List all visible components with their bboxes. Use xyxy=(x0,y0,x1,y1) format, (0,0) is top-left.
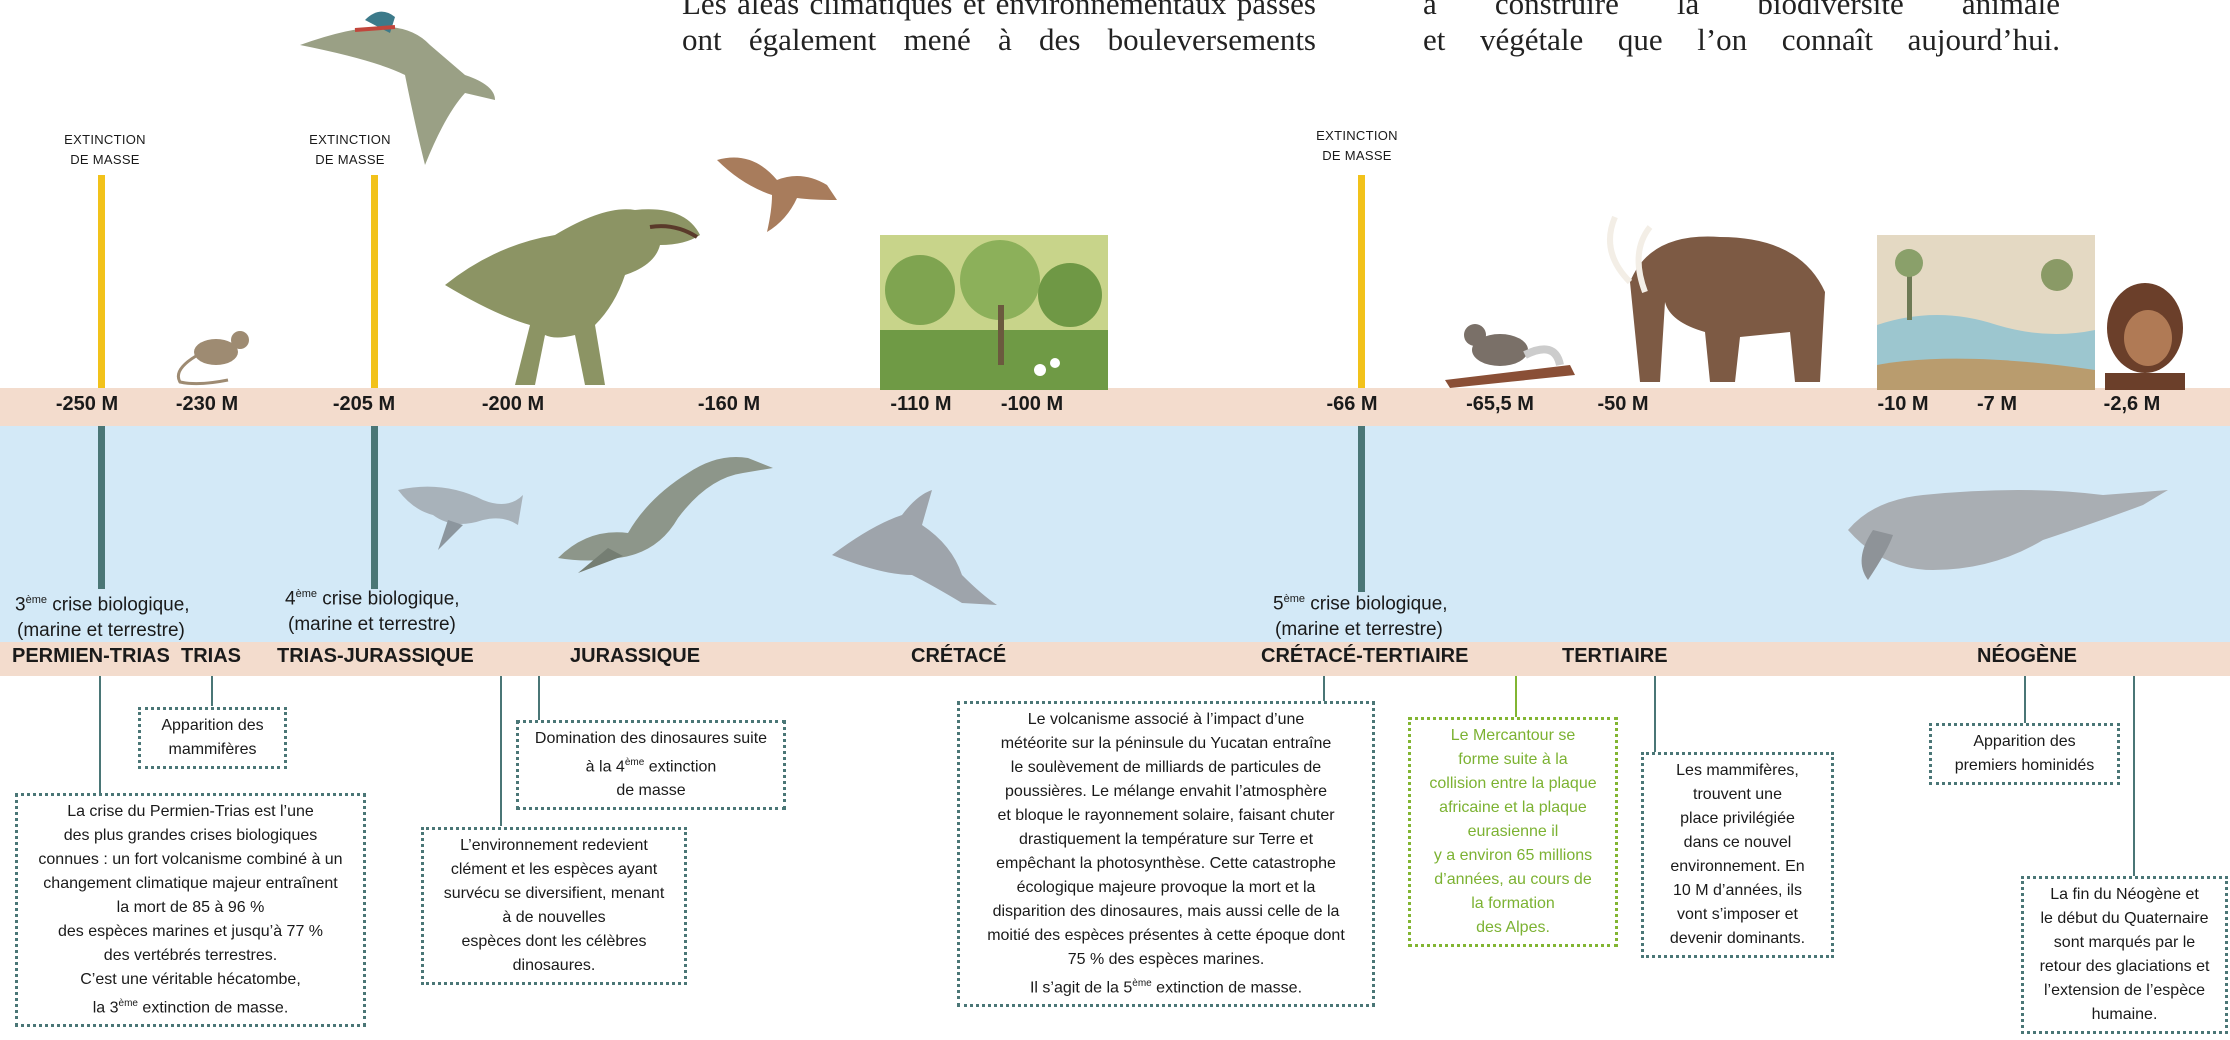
extinction-label-205: EXTINCTION DE MASSE xyxy=(309,132,391,167)
extinction-label-66: EXTINCTION DE MASSE xyxy=(1316,128,1398,163)
lemur-icon xyxy=(1445,324,1575,388)
intro-right-line1: à construire la biodiversité animale xyxy=(1423,0,2060,21)
forest-icon xyxy=(880,235,1108,390)
period-band xyxy=(0,642,2230,676)
age-tick: -7 M xyxy=(1977,393,2017,415)
intro-text-left: Les aléas climatiques et environnementau… xyxy=(682,0,1316,58)
age-tick: -50 M xyxy=(1597,393,1649,415)
period-label: NÉOGÈNE xyxy=(1977,645,2078,667)
connector xyxy=(2133,676,2135,876)
period-label: TRIAS xyxy=(181,645,241,667)
age-band xyxy=(0,388,2230,426)
info-box-domination: Domination des dinosaures suite à la 4èm… xyxy=(516,720,786,811)
age-tick: -10 M xyxy=(1877,393,1929,415)
age-tick: -100 M xyxy=(1000,393,1064,415)
whale-icon xyxy=(1848,490,2168,580)
extinction-label-250: EXTINCTION DE MASSE xyxy=(64,132,146,167)
extinction-bar-205 xyxy=(371,175,378,388)
age-tick: -205 M xyxy=(332,393,396,415)
intro-left-line2: ont également mené à des bouleversements xyxy=(682,22,1316,57)
age-tick: -110 M xyxy=(890,393,952,415)
connector xyxy=(1323,676,1325,702)
hominid-icon xyxy=(2105,283,2185,390)
mammoth-icon xyxy=(1607,215,1825,382)
mouse-icon xyxy=(176,331,249,386)
crisis-label-3: 3ème crise biologique, (marine et terres… xyxy=(15,594,190,642)
period-label: TERTIAIRE xyxy=(1562,645,1668,667)
pterosaur-icon xyxy=(300,11,495,166)
connector xyxy=(1515,676,1517,718)
period-label: TRIAS-JURASSIQUE xyxy=(277,645,474,667)
crisis-bar-3 xyxy=(98,426,105,589)
age-tick: -230 M xyxy=(175,393,239,415)
connector xyxy=(1654,676,1656,753)
period-label: CRÉTACÉ-TERTIAIRE xyxy=(1261,645,1469,667)
info-box-mercantour: Le Mercantour se forme suite à la collis… xyxy=(1408,717,1618,947)
crisis-bar-4 xyxy=(371,426,378,589)
age-tick: -250 M xyxy=(55,393,119,415)
info-box-hominides: Apparition des premiers hominidés xyxy=(1929,723,2120,785)
trex-icon xyxy=(445,209,700,385)
mosasaur-icon xyxy=(832,490,997,605)
info-box-volcanisme: Le volcanisme associé à l’impact d’une m… xyxy=(957,701,1375,1008)
connector xyxy=(211,676,213,706)
plesiosaur-icon xyxy=(558,457,773,573)
info-box-permien-trias: La crise du Permien-Trias est l’une des … xyxy=(15,793,366,1028)
lake-landscape-icon xyxy=(1877,235,2095,390)
period-label: PERMIEN-TRIAS xyxy=(12,645,170,667)
intro-left-line1: Les aléas climatiques et environnementau… xyxy=(682,0,1316,21)
age-tick: -65,5 M xyxy=(1466,393,1534,415)
connector xyxy=(99,676,101,794)
age-tick: -200 M xyxy=(481,393,545,415)
age-tick: -66 M xyxy=(1326,393,1378,415)
extinction-bar-250 xyxy=(98,175,105,388)
connector xyxy=(538,676,540,721)
info-box-mammiferes-tertiaire: Les mammifères, trouvent une place privi… xyxy=(1641,752,1834,958)
ichthyosaur-icon xyxy=(398,486,523,550)
info-box-environnement: L’environnement redevient clément et les… xyxy=(421,827,687,985)
age-tick: -160 M xyxy=(697,393,761,415)
info-box-neogene: La fin du Néogène et le début du Quatern… xyxy=(2021,876,2228,1034)
crisis-label-4: 4ème crise biologique, (marine et terres… xyxy=(285,588,460,636)
connector xyxy=(500,676,502,826)
period-label: CRÉTACÉ xyxy=(911,645,1007,667)
connector xyxy=(2024,676,2026,724)
period-label: JURASSIQUE xyxy=(570,645,701,667)
intro-text-right: à construire la biodiversité animale et … xyxy=(1423,0,2060,58)
age-tick: -2,6 M xyxy=(2103,393,2161,415)
crisis-bar-5 xyxy=(1358,426,1365,592)
info-box-mammiferes: Apparition des mammifères xyxy=(138,707,287,769)
bird-icon xyxy=(717,157,837,232)
crisis-label-5: 5ème crise biologique, (marine et terres… xyxy=(1273,593,1448,641)
extinction-bar-66 xyxy=(1358,175,1365,388)
intro-right-line2: et végétale que l’on connaît aujourd’hui… xyxy=(1423,22,2060,57)
